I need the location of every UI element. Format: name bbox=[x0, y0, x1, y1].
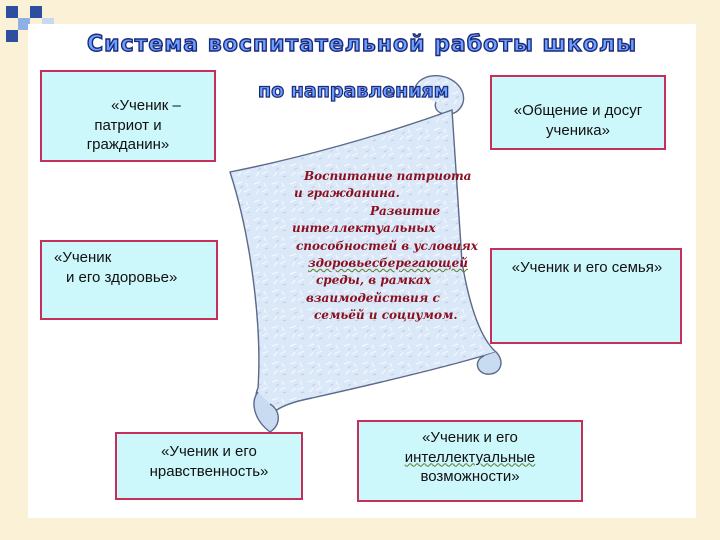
box-leisure: «Общение и досуг ученика» bbox=[490, 75, 666, 150]
box-line: «Ученик – bbox=[111, 97, 181, 114]
box-line: «Ученик и его bbox=[161, 443, 257, 460]
scroll-line: семьёй и социумом. bbox=[314, 308, 458, 323]
box-family: «Ученик и его семья» bbox=[490, 248, 682, 344]
scroll-line: среды, в рамках bbox=[316, 273, 431, 288]
box-line: «Общение и досуг bbox=[513, 102, 643, 119]
box-morality: «Ученик и его нравственность» bbox=[115, 432, 303, 500]
box-line: гражданин» bbox=[86, 136, 170, 153]
scroll-line: интеллектуальных bbox=[292, 221, 436, 236]
box-line: патриот и bbox=[94, 116, 162, 134]
box-intellect: «Ученик и его интеллектуальные возможнос… bbox=[357, 420, 583, 502]
box-line-text: интеллектуальные bbox=[404, 448, 536, 466]
box-line: «Ученик bbox=[54, 249, 112, 266]
box-line: ученика» bbox=[546, 121, 610, 139]
diagram-subtitle: по направлениям bbox=[257, 79, 450, 102]
scroll-line: Развитие bbox=[370, 203, 441, 218]
diagram-title: Система воспитательной работы школы bbox=[86, 31, 637, 57]
scroll-text: Воспитание патриота и гражданина. Развит… bbox=[282, 168, 478, 325]
box-line: нравственность» bbox=[149, 462, 269, 480]
box-line: и его здоровье» bbox=[66, 268, 178, 286]
scroll-line: взаимодействия с bbox=[306, 290, 440, 305]
box-line: «Ученик и его bbox=[422, 429, 518, 446]
scroll-line: Воспитание патриота bbox=[304, 169, 472, 183]
box-line: «Ученик и его семья» bbox=[511, 259, 663, 276]
box-line: возможности» bbox=[420, 468, 520, 485]
box-health: «Ученик и его здоровье» bbox=[40, 240, 218, 320]
box-patriot: «Ученик – патриот и гражданин» bbox=[40, 70, 216, 162]
scroll-line: и гражданина. bbox=[294, 186, 400, 201]
scroll-line: способностей в условиях bbox=[296, 238, 478, 253]
scroll-line: здоровьесберегающей bbox=[308, 255, 468, 270]
box-line: интеллектуальные bbox=[365, 448, 575, 468]
